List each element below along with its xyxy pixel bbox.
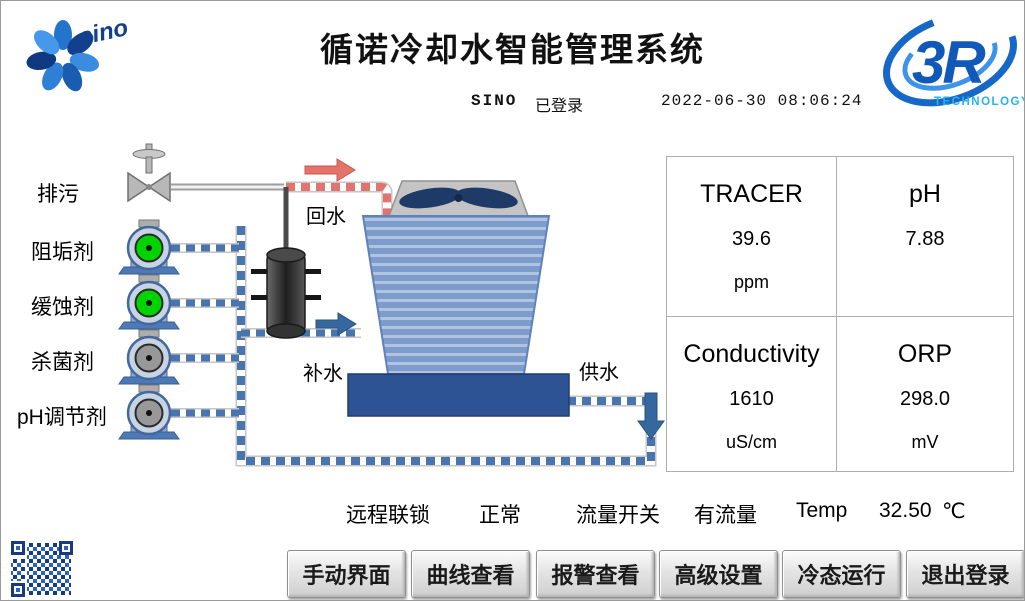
- reading-value: 39.6: [732, 228, 771, 250]
- pump-icon-biocide: [118, 329, 180, 385]
- supply-water-label: 供水: [579, 362, 619, 384]
- 3r-logo-subtext: TECHNOLOGY: [934, 96, 1025, 108]
- reading-cell-conductivity: Conductivity 1610 uS/cm: [667, 317, 837, 471]
- reading-cell-tracer: TRACER 39.6 ppm: [667, 157, 837, 317]
- temp-value: 32.50: [879, 499, 932, 522]
- dosing-label-biocide: 杀菌剂: [31, 351, 94, 374]
- reading-unit: mV: [911, 432, 939, 452]
- reading-value: 298.0: [899, 388, 951, 410]
- interlock-label: 远程联锁: [346, 504, 430, 527]
- button-cold-run[interactable]: 冷态运行: [782, 550, 901, 598]
- fan-blades-icon: [399, 187, 518, 209]
- return-water-label: 回水: [306, 206, 346, 228]
- button-alarm-view[interactable]: 报警查看: [536, 550, 655, 598]
- flow-switch-value: 有流量: [694, 504, 757, 527]
- reading-label: pH: [909, 180, 941, 208]
- filter-vessel-icon: [251, 247, 321, 339]
- page-title: 循诺冷却水智能管理系统: [320, 31, 705, 68]
- 3r-logo: 3R TECHNOLOGY: [882, 11, 1025, 108]
- makeup-water-label: 补水: [303, 363, 343, 385]
- temp-label: Temp: [796, 499, 848, 522]
- button-curve-view[interactable]: 曲线查看: [411, 550, 530, 598]
- dosing-label-corrosion-inhibitor: 缓蚀剂: [31, 296, 94, 319]
- sino-logo: sino: [26, 14, 131, 92]
- button-advanced-settings[interactable]: 高级设置: [659, 550, 778, 598]
- flow-switch-label: 流量开关: [576, 504, 660, 527]
- pump-icon-ph-adjuster: [118, 384, 180, 440]
- return-flow-arrow-icon: [304, 158, 356, 182]
- readings-panel: TRACER 39.6 ppm pH 7.88 Conductivity 161…: [666, 156, 1014, 472]
- process-diagram: [118, 143, 665, 467]
- datetime: 2022-06-30 08:06:24: [661, 92, 863, 110]
- dosing-label-ph-adjuster: pH调节剂: [17, 406, 107, 429]
- cooling-tower-icon: [347, 180, 570, 417]
- pump-icon-scale-inhibitor: [118, 219, 180, 275]
- reading-cell-orp: ORP 298.0 mV: [837, 317, 1013, 471]
- tower-basin: [347, 373, 570, 417]
- reading-cell-ph: pH 7.88: [837, 157, 1013, 317]
- button-manual-screen[interactable]: 手动界面: [287, 550, 406, 598]
- sino-flower-icon: [26, 20, 100, 92]
- reading-unit: uS/cm: [725, 432, 777, 452]
- reading-label: ORP: [897, 340, 953, 368]
- dosing-label-scale-inhibitor: 阻垢剂: [31, 241, 94, 264]
- blowdown-valve-icon: [127, 143, 171, 203]
- reading-label: Conductivity: [683, 340, 820, 368]
- reading-value: 1610: [729, 388, 774, 410]
- 3r-logo-text: 3R: [912, 29, 985, 96]
- reading-label: TRACER: [700, 180, 803, 208]
- makeup-flow-arrow-icon: [315, 312, 357, 336]
- login-status: 已登录: [535, 98, 584, 115]
- return-water-pipe: [286, 181, 393, 217]
- reading-value: 7.88: [905, 228, 945, 250]
- user-name: SINO: [471, 92, 518, 110]
- qr-code: [9, 539, 75, 599]
- pump-icon-corrosion-inhibitor: [118, 274, 180, 330]
- button-logout[interactable]: 退出登录: [906, 550, 1024, 598]
- reading-unit: ppm: [733, 272, 769, 292]
- temp-unit: ℃: [942, 500, 966, 523]
- tower-body: [361, 215, 551, 375]
- 3r-swoosh-outer-icon: [882, 11, 1018, 107]
- blowdown-label: 排污: [37, 183, 79, 206]
- supply-flow-arrow-icon: [637, 392, 665, 440]
- interlock-value: 正常: [479, 504, 521, 527]
